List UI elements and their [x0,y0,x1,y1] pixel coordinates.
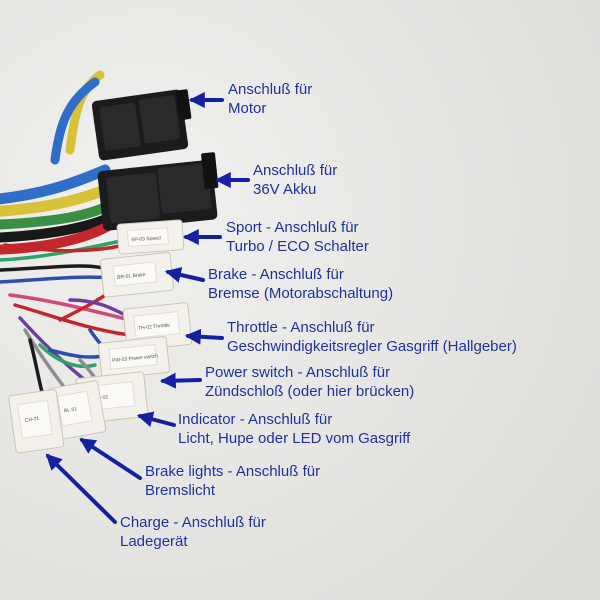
label-brake-line1: Brake - Anschluß für [208,266,344,283]
label-charge: Charge - Anschluß für Ladegerät [120,513,266,551]
label-throttle: Throttle - Anschluß für Geschwindigkeits… [227,318,517,356]
label-power-switch-line2: Zündschloß (oder hier brücken) [205,383,415,400]
power-switch-connector-tag: PW-03 Power switch [112,353,159,364]
arrow-charge [45,453,117,524]
arrow-power [159,372,202,389]
indicator-connector-tag: IN-02 [96,394,109,401]
arrow-brake-lights [79,438,142,480]
label-sport-line2: Turbo / ECO Schalter [226,238,369,255]
label-brake-lights-line1: Brake lights - Anschluß für [145,463,321,480]
arrow-brake [164,267,205,283]
sport-connector: SP-03 Speed [116,219,185,255]
label-battery: Anschluß für 36V Akku [253,161,337,199]
label-charge-line1: Charge - Anschluß für [120,514,266,531]
arrow-throttle [184,328,224,345]
label-indicator-line2: Licht, Hupe oder LED vom Gasgriff [178,430,411,447]
label-brake-lights: Brake lights - Anschluß für Bremslicht [145,462,320,500]
charge-connector-tag: CH-01 [25,416,40,424]
brake-connector-tag: BR-01 Brake [117,272,146,281]
charge-connector: CH-01 [8,389,65,454]
label-power-switch: Power switch - Anschluß für Zündschloß (… [205,363,414,401]
brake-lights-connector: BL-01 [47,380,107,441]
brake-lights-connector-tag: BL-01 [64,406,78,414]
label-brake-line2: Bremse (Motorabschaltung) [208,285,394,302]
arrow-indicator [136,411,176,428]
throttle-connector-tag: TH-02 Throttle [138,322,171,331]
battery-connector [97,152,219,231]
label-motor: Anschluß für Motor [228,80,312,118]
label-sport-line1: Sport - Anschluß für [226,219,359,236]
label-power-switch-line1: Power switch - Anschluß für [205,364,391,381]
label-brake: Brake - Anschluß für Bremse (Motorabscha… [208,265,393,303]
label-sport: Sport - Anschluß für Turbo / ECO Schalte… [226,218,369,256]
label-indicator-line1: Indicator - Anschluß für [178,411,333,428]
sport-connector-tag: SP-03 Speed [131,235,161,243]
thick-cables [0,70,120,255]
label-motor-line2: Motor [228,100,267,117]
label-throttle-line2: Geschwindigkeitsregler Gasgriff (Hallgeb… [227,338,517,355]
label-motor-line1: Anschluß für [228,81,313,98]
pointer-arrows [45,92,250,524]
brake-connector: BR-01 Brake [99,252,174,298]
label-throttle-line1: Throttle - Anschluß für [227,319,375,336]
label-indicator: Indicator - Anschluß für Licht, Hupe ode… [178,410,410,448]
label-battery-line1: Anschluß für [253,162,338,179]
label-battery-line2: 36V Akku [253,181,317,198]
motor-connector [91,89,192,161]
label-charge-line2: Ladegerät [120,533,188,550]
label-brake-lights-line2: Bremslicht [145,482,216,499]
